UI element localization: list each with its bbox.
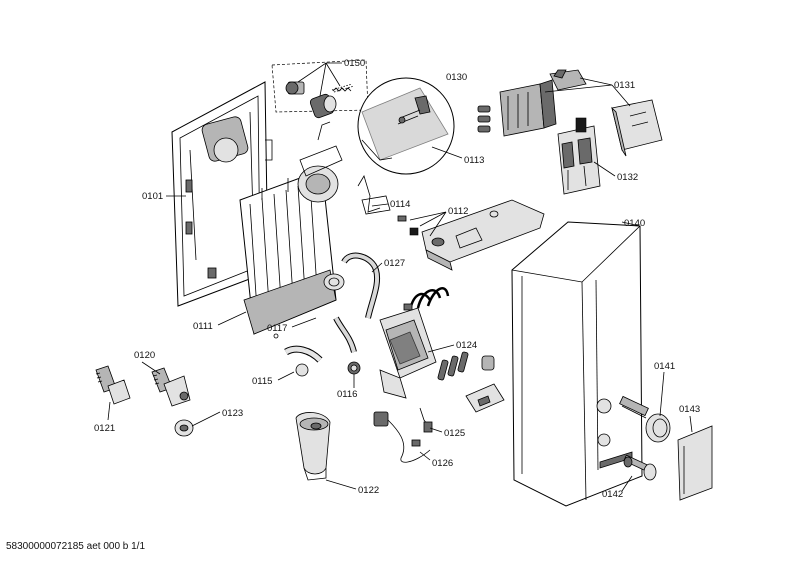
pipe-0127-drawing <box>341 252 380 319</box>
leader-lines <box>107 62 693 492</box>
terminals-0131-drawing <box>477 69 663 157</box>
front-cover-0140-drawing <box>511 221 643 507</box>
pipe-0117-drawing <box>273 316 357 353</box>
label-0150: 0150 <box>344 58 365 69</box>
terminals-0132-drawing <box>557 117 601 195</box>
knob-0142-drawing <box>623 454 657 481</box>
label-0122: 0122 <box>358 485 379 496</box>
cables-0125-0126-drawing <box>373 407 433 463</box>
valve-0121-drawing <box>95 365 131 405</box>
label-0141: 0141 <box>654 361 675 372</box>
document-footer: 58300000072185 aet 000 b 1/1 <box>6 541 146 552</box>
label-0126: 0126 <box>432 458 453 469</box>
nut-0123-drawing <box>174 419 194 437</box>
label-0124: 0124 <box>456 340 477 351</box>
elbow-0115-drawing <box>284 345 323 377</box>
label-0113: 0113 <box>464 155 484 166</box>
valve-0120-drawing <box>151 367 191 407</box>
label-0140: 0140 <box>624 218 645 229</box>
outlet-0122-drawing <box>295 412 331 481</box>
cover-0112-drawing <box>397 199 545 271</box>
label-0115: 0115 <box>252 376 272 387</box>
label-0142: 0142 <box>602 489 623 500</box>
fitting-0116-drawing <box>347 361 361 375</box>
part-0113-drawing <box>357 175 391 215</box>
heating-block-drawing <box>239 169 345 335</box>
kit-0150-drawing <box>271 59 369 119</box>
label-0101: 0101 <box>142 191 163 202</box>
label-0111: 0111 <box>193 321 213 332</box>
label-0131: 0131 <box>614 80 635 91</box>
label-0114: 0114 <box>390 199 410 210</box>
label-0125: 0125 <box>444 428 465 439</box>
panel-0143-drawing <box>677 425 713 501</box>
back-plate-drawing <box>171 81 273 307</box>
part-labels: 0150 0130 0131 0113 0132 0101 0114 0112 … <box>94 58 700 500</box>
label-0132: 0132 <box>617 172 638 183</box>
label-0117: 0117 <box>267 323 287 334</box>
label-0130: 0130 <box>446 72 467 83</box>
electronics-0124-drawing <box>379 287 505 413</box>
label-0120: 0120 <box>134 350 155 361</box>
label-0112: 0112 <box>448 206 468 217</box>
label-0116: 0116 <box>337 389 357 400</box>
label-0127: 0127 <box>384 258 405 269</box>
detail-0130-drawing <box>357 77 455 175</box>
label-0123: 0123 <box>222 408 243 419</box>
label-0121: 0121 <box>94 423 115 434</box>
knob-0141-drawing <box>619 395 671 443</box>
label-0143: 0143 <box>679 404 700 415</box>
pressure-switch-drawing <box>297 121 343 203</box>
